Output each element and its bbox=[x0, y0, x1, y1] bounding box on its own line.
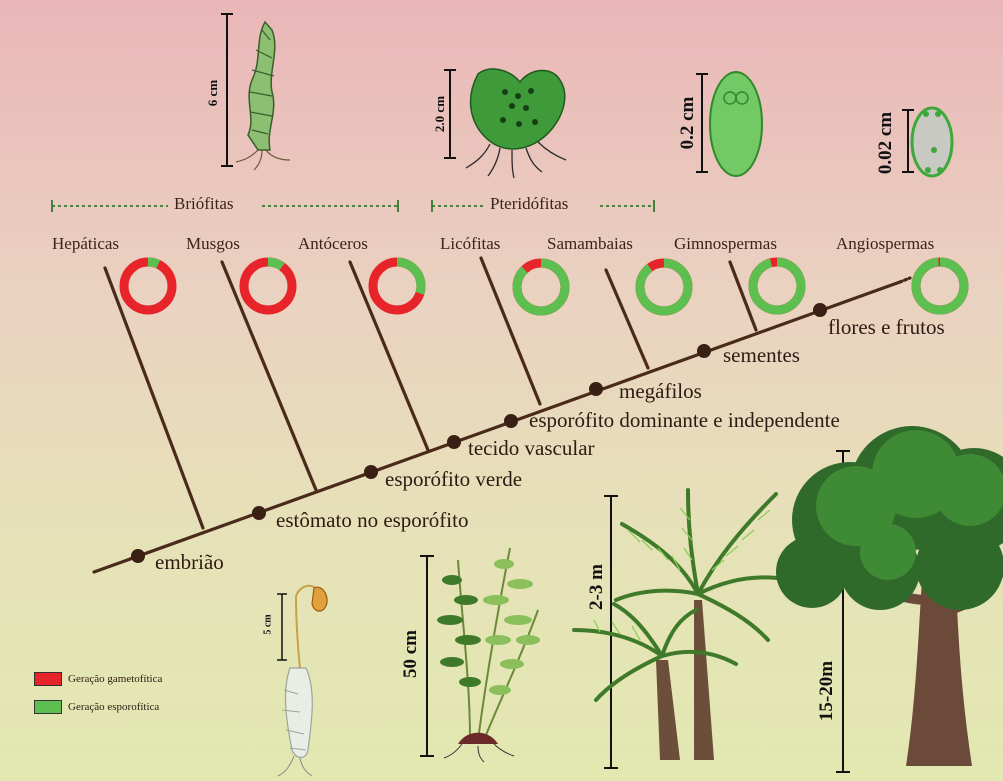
character-label-tecido-vascular: tecido vascular bbox=[468, 436, 595, 461]
taxon-label-hepaticas: Hepáticas bbox=[52, 234, 119, 254]
node-megafilos bbox=[589, 382, 603, 396]
legend-label-esporofitica: Geração esporofítica bbox=[68, 701, 159, 713]
branch-licofitas bbox=[481, 258, 540, 404]
node-embriao bbox=[131, 549, 145, 563]
node-sementes bbox=[697, 344, 711, 358]
branch-musgos bbox=[222, 262, 316, 490]
scale-label-top-2: 2.0 cm bbox=[432, 89, 448, 139]
scale-label-top-3: 0.2 cm bbox=[677, 93, 699, 153]
taxon-label-musgos: Musgos bbox=[186, 234, 240, 254]
hornwort-illustration bbox=[466, 69, 566, 178]
ring-chart-2 bbox=[244, 262, 292, 310]
taxon-label-antoceros: Antóceros bbox=[298, 234, 368, 254]
ring-sporophytic-1 bbox=[148, 262, 158, 264]
ring-chart-7 bbox=[916, 262, 964, 310]
character-label-estomato: estômato no esporófito bbox=[276, 508, 468, 533]
character-label-embriao: embrião bbox=[155, 550, 224, 575]
scale-label-bottom-3: 2-3 m bbox=[586, 557, 608, 617]
liverwort-illustration bbox=[236, 22, 290, 170]
taxon-label-licofitas: Licófitas bbox=[440, 234, 500, 254]
tree-illustration bbox=[776, 426, 1003, 766]
legend-swatch-esporofitica bbox=[34, 700, 62, 714]
scale-label-bottom-2: 50 cm bbox=[400, 624, 422, 684]
ring-chart-4 bbox=[517, 263, 565, 311]
taxon-label-angiospermas: Angiospermas bbox=[836, 234, 934, 254]
ring-sporophytic-6 bbox=[753, 262, 801, 310]
ring-sporophytic-3 bbox=[397, 262, 421, 293]
node-esporofito-verde bbox=[364, 465, 378, 479]
legend-label-gametofitica: Geração gametofítica bbox=[68, 673, 162, 685]
ring-chart-3 bbox=[373, 262, 421, 310]
legend-item-gametofitica: Geração gametofítica bbox=[34, 672, 162, 686]
scale-label-bottom-1: 5 cm bbox=[263, 610, 274, 640]
scale-bar-top-1 bbox=[221, 14, 233, 166]
ring-chart-5 bbox=[640, 263, 688, 311]
group-label-pteridofitas: Pteridófitas bbox=[490, 194, 568, 214]
ring-gametophytic-2 bbox=[244, 262, 292, 310]
scale-bar-bottom-1 bbox=[277, 594, 287, 660]
scale-bar-bottom-2 bbox=[420, 556, 434, 756]
ring-chart-1 bbox=[124, 262, 172, 310]
legend-item-esporofitica: Geração esporofítica bbox=[34, 700, 159, 714]
node-esporofito-dominante bbox=[504, 414, 518, 428]
fern-illustration bbox=[437, 548, 540, 762]
scale-label-top-4: 0.02 cm bbox=[875, 106, 897, 180]
group-label-briofitas: Briófitas bbox=[174, 194, 234, 214]
node-flores-frutos bbox=[813, 303, 827, 317]
node-estomato bbox=[252, 506, 266, 520]
cycad-illustration bbox=[574, 490, 790, 760]
character-label-megafilos: megáfilos bbox=[619, 379, 702, 404]
ring-sporophytic-2 bbox=[268, 262, 282, 267]
gymnosperm-gametophyte-illustration bbox=[710, 72, 762, 176]
legend-swatch-gametofitica bbox=[34, 672, 62, 686]
scale-label-top-1: 6 cm bbox=[205, 73, 221, 113]
angiosperm-gametophyte-illustration bbox=[912, 108, 952, 176]
ring-gametophytic-1 bbox=[124, 262, 172, 310]
scale-label-bottom-4: 15-20m bbox=[816, 651, 838, 731]
taxon-label-gimnospermas: Gimnospermas bbox=[674, 234, 777, 254]
character-label-esporofito-dominante: esporófito dominante e independente bbox=[529, 408, 840, 433]
node-tecido-vascular bbox=[447, 435, 461, 449]
moss-illustration bbox=[278, 586, 327, 776]
character-label-sementes: sementes bbox=[723, 343, 800, 368]
character-label-flores-frutos: flores e frutos bbox=[828, 315, 945, 340]
ring-chart-6 bbox=[753, 262, 801, 310]
ring-sporophytic-5 bbox=[640, 263, 688, 311]
taxon-label-samambaias: Samambaias bbox=[547, 234, 633, 254]
ring-sporophytic-4 bbox=[517, 263, 565, 311]
ring-sporophytic-7 bbox=[916, 262, 964, 310]
character-label-esporofito-verde: esporófito verde bbox=[385, 467, 522, 492]
